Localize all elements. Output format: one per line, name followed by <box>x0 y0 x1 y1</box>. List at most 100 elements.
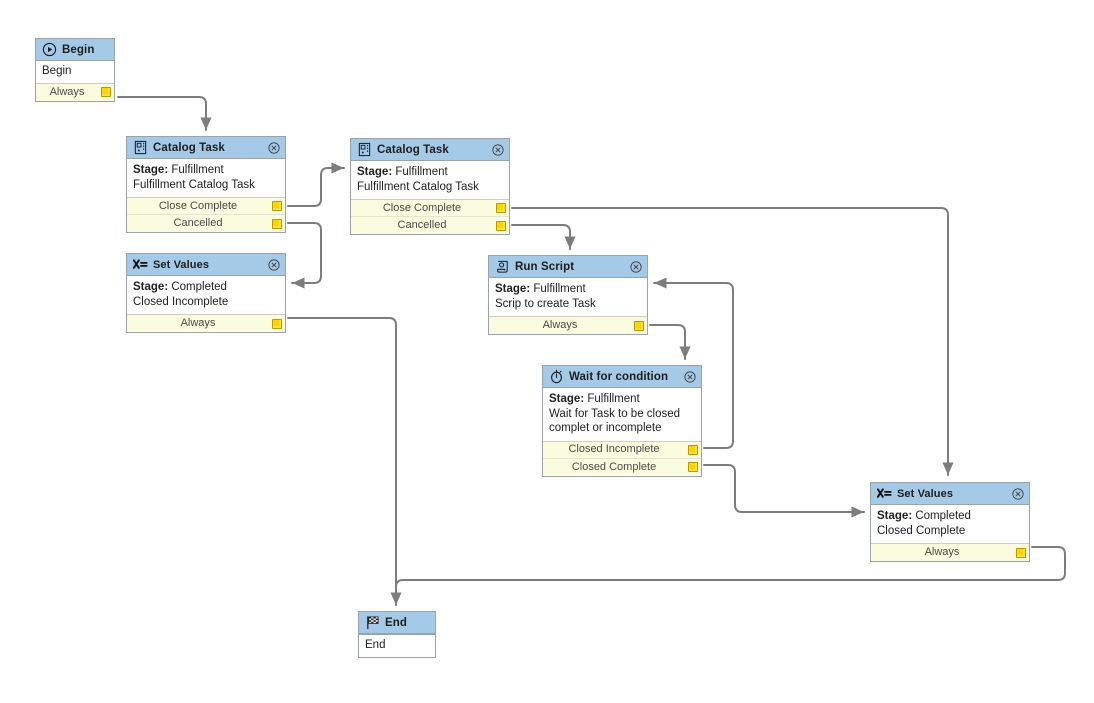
node-catalog-task-2-title: Catalog Task <box>377 143 449 156</box>
wire-ct1-close-complete-to-ct2 <box>287 162 345 207</box>
port-ct2-close-complete[interactable]: Close Complete <box>351 200 509 217</box>
detail-line: Closed Incomplete <box>133 295 229 308</box>
node-end-header: End <box>359 612 435 634</box>
close-icon[interactable] <box>268 141 280 154</box>
node-catalog-task-1[interactable]: Catalog Task Stage: Fulfillment Fulfillm… <box>126 136 286 233</box>
node-end[interactable]: End End <box>358 611 436 658</box>
detail-line: Fulfillment Catalog Task <box>357 180 479 193</box>
port-wfc-closed-incomplete[interactable]: Closed Incomplete <box>543 441 701 459</box>
stage-value: Fulfillment <box>171 164 224 176</box>
node-catalog-task-1-header: Catalog Task <box>127 137 285 159</box>
port-dot-icon[interactable] <box>496 220 506 231</box>
port-dot-icon[interactable] <box>272 318 282 329</box>
port-ct2-close-complete-label: Close Complete <box>382 201 462 214</box>
port-run-script-always[interactable]: Always <box>489 317 647 334</box>
stage-value: Fulfillment <box>533 283 586 295</box>
wire-begin-to-catalog-task-1 <box>117 96 212 131</box>
node-begin-body-line: Begin <box>42 65 72 77</box>
node-catalog-task-2-ports: Close Complete Cancelled <box>351 199 509 234</box>
port-sv1-always[interactable]: Always <box>127 315 285 332</box>
port-ct1-cancelled-label: Cancelled <box>173 217 223 229</box>
node-begin-header: Begin <box>36 39 114 61</box>
wire-ct1-cancelled-to-set-values-1 <box>287 222 322 289</box>
stopwatch-icon <box>551 369 562 384</box>
node-set-values-2-ports: Always <box>871 543 1029 561</box>
node-run-script-header: Run Script <box>489 256 647 278</box>
checkered-flag-icon <box>367 616 379 630</box>
port-ct1-cancelled[interactable]: Cancelled <box>127 215 285 232</box>
node-run-script-title: Run Script <box>515 260 575 273</box>
wire-wait-closed-complete-to-set-values-2 <box>703 464 865 518</box>
node-wait-for-condition[interactable]: Wait for condition Stage: Fulfillment Wa… <box>542 365 702 477</box>
detail-line: Fulfillment Catalog Task <box>133 178 255 191</box>
close-icon[interactable] <box>268 258 280 271</box>
node-begin[interactable]: Begin Begin Always <box>35 38 115 102</box>
node-catalog-task-1-title: Catalog Task <box>153 141 225 154</box>
node-set-values-2-header: Set Values <box>871 483 1029 505</box>
port-ct1-close-complete-label: Close Complete <box>158 199 238 212</box>
node-set-values-1-ports: Always <box>127 314 285 332</box>
stage-line: Stage: Completed <box>133 280 279 295</box>
close-icon[interactable] <box>1012 487 1024 500</box>
stage-label: Stage: <box>495 283 534 295</box>
stage-label: Stage: <box>133 281 172 293</box>
close-icon[interactable] <box>630 260 642 273</box>
detail-line: Scrip to create Task <box>495 297 596 310</box>
node-wait-for-condition-ports: Closed Incomplete Closed Complete <box>543 440 701 476</box>
node-set-values-1-body: Stage: Completed Closed Incomplete <box>127 276 285 314</box>
close-icon[interactable] <box>684 370 696 383</box>
port-dot-icon[interactable] <box>688 444 698 455</box>
set-values-icon <box>877 488 892 498</box>
stage-label: Stage: <box>549 393 588 405</box>
port-dot-icon[interactable] <box>688 462 698 472</box>
node-wait-for-condition-header: Wait for condition <box>543 366 701 388</box>
stage-line: Stage: Fulfillment <box>549 392 695 407</box>
node-set-values-2[interactable]: Set Values Stage: Completed Closed Compl… <box>870 482 1030 562</box>
node-begin-title: Begin <box>62 43 95 56</box>
wire-set-values-1-to-end <box>287 317 402 606</box>
port-ct1-close-complete[interactable]: Close Complete <box>127 198 285 215</box>
node-set-values-1[interactable]: Set Values Stage: Completed Closed Incom… <box>126 253 286 333</box>
run-script-icon <box>497 260 508 273</box>
node-catalog-task-2[interactable]: Catalog Task Stage: Fulfillment Fulfillm… <box>350 138 510 235</box>
node-run-script-ports: Always <box>489 316 647 334</box>
node-catalog-task-1-body: Stage: Fulfillment Fulfillment Catalog T… <box>127 159 285 197</box>
port-ct2-cancelled[interactable]: Cancelled <box>351 217 509 234</box>
node-catalog-task-1-ports: Close Complete Cancelled <box>127 197 285 232</box>
port-dot-icon[interactable] <box>1016 547 1026 558</box>
detail-line-2: complet or incomplete <box>549 422 662 434</box>
close-icon[interactable] <box>492 143 504 156</box>
stage-line: Stage: Fulfillment <box>357 165 503 180</box>
port-dot-icon[interactable] <box>101 87 111 97</box>
port-sv2-always-label: Always <box>924 546 960 558</box>
port-ct2-cancelled-label: Cancelled <box>397 219 447 231</box>
detail-line-1: Wait for Task to be closed <box>549 407 681 420</box>
port-begin-always[interactable]: Always <box>36 83 114 101</box>
set-values-icon <box>133 259 148 269</box>
node-end-body: End <box>359 634 435 657</box>
node-run-script-body: Stage: Fulfillment Scrip to create Task <box>489 278 647 316</box>
port-wfc-closed-complete[interactable]: Closed Complete <box>543 458 701 476</box>
node-set-values-1-title: Set Values <box>153 258 210 271</box>
stage-line: Stage: Fulfillment <box>133 163 279 178</box>
port-dot-icon[interactable] <box>272 218 282 229</box>
port-dot-icon[interactable] <box>272 201 282 211</box>
stage-line: Stage: Fulfillment <box>495 282 641 297</box>
node-run-script[interactable]: Run Script Stage: Fulfillment Scrip to c… <box>488 255 648 335</box>
port-sv1-always-label: Always <box>180 317 216 329</box>
detail-line: Closed Complete <box>877 524 966 537</box>
node-end-body-line: End <box>365 639 386 651</box>
stage-value: Completed <box>915 510 971 522</box>
node-wait-for-condition-title: Wait for condition <box>569 370 669 383</box>
stage-line: Stage: Completed <box>877 509 1023 524</box>
node-wait-for-condition-body: Stage: Fulfillment Wait for Task to be c… <box>543 388 701 441</box>
port-sv2-always[interactable]: Always <box>871 544 1029 561</box>
port-wfc-closed-complete-label: Closed Complete <box>571 460 657 473</box>
port-dot-icon[interactable] <box>496 203 506 213</box>
port-dot-icon[interactable] <box>634 320 644 331</box>
stage-label: Stage: <box>133 164 172 176</box>
node-begin-body: Begin <box>36 61 114 83</box>
play-circle-icon <box>42 42 57 57</box>
